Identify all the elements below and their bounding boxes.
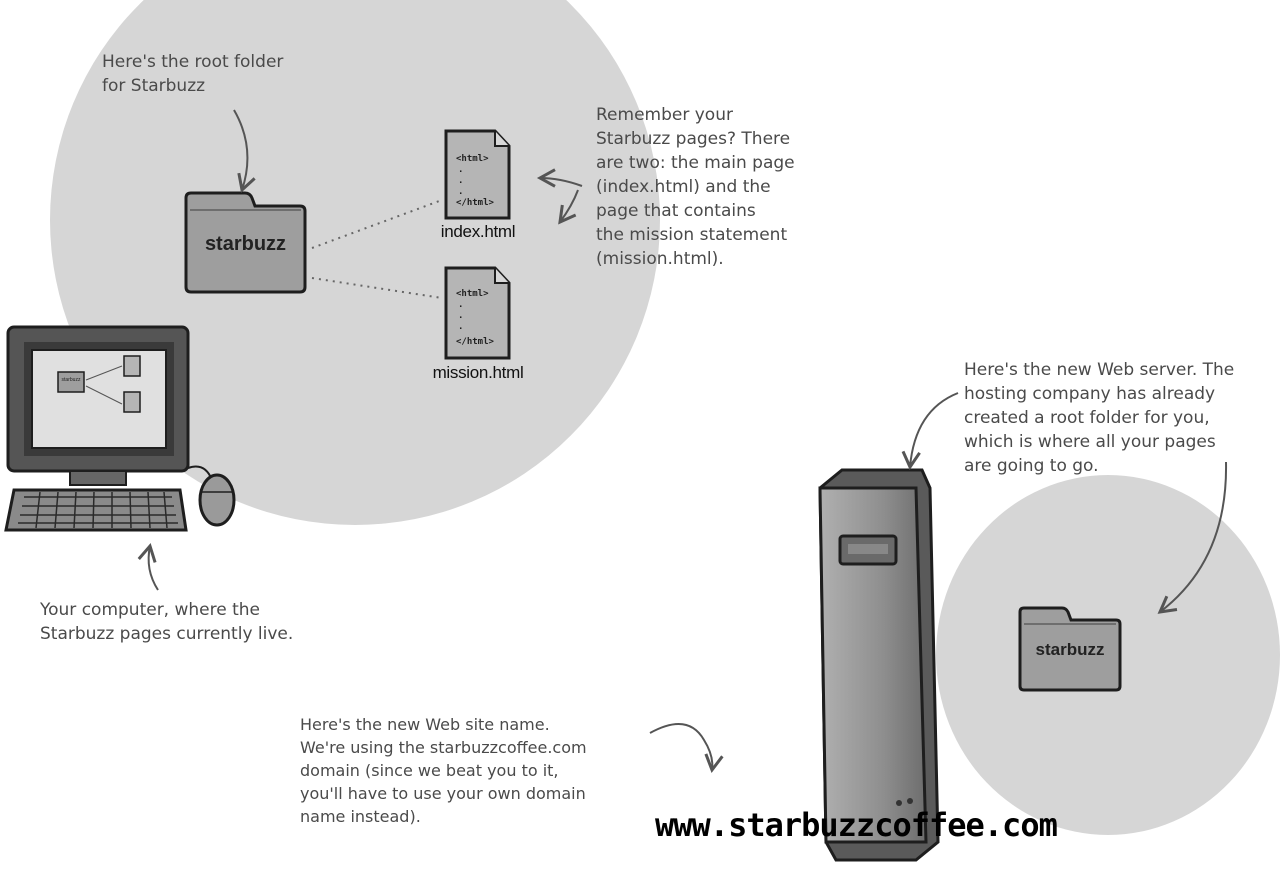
note-site-name: Here's the new Web site name. We're usin… <box>300 713 587 828</box>
index-code-close: </html> <box>456 198 494 209</box>
index-file-name: index.html <box>420 222 536 242</box>
arrow-to-url <box>650 724 712 770</box>
mission-code-close: </html> <box>456 337 494 348</box>
server-tower-icon <box>820 470 938 860</box>
arrow-to-server <box>910 393 958 467</box>
monitor-folder-label: starbuzz <box>58 377 84 383</box>
site-url: www.starbuzzcoffee.com <box>655 806 1057 844</box>
note-remember-pages: Remember your Starbuzz pages? There are … <box>596 103 795 271</box>
mission-code-dots: . . . <box>458 300 463 333</box>
arrow-to-computer <box>149 546 158 590</box>
note-root-folder: Here's the root folder for Starbuzz <box>102 50 283 98</box>
local-folder-label: starbuzz <box>186 233 305 256</box>
index-code-dots: . . . <box>458 165 463 198</box>
mission-code-open: <html> <box>456 289 489 300</box>
note-web-server: Here's the new Web server. The hosting c… <box>964 358 1234 478</box>
server-folder-label: starbuzz <box>1020 640 1120 660</box>
mission-file-name: mission.html <box>416 363 540 383</box>
index-code-open: <html> <box>456 154 489 165</box>
note-your-computer: Your computer, where the Starbuzz pages … <box>40 598 293 646</box>
